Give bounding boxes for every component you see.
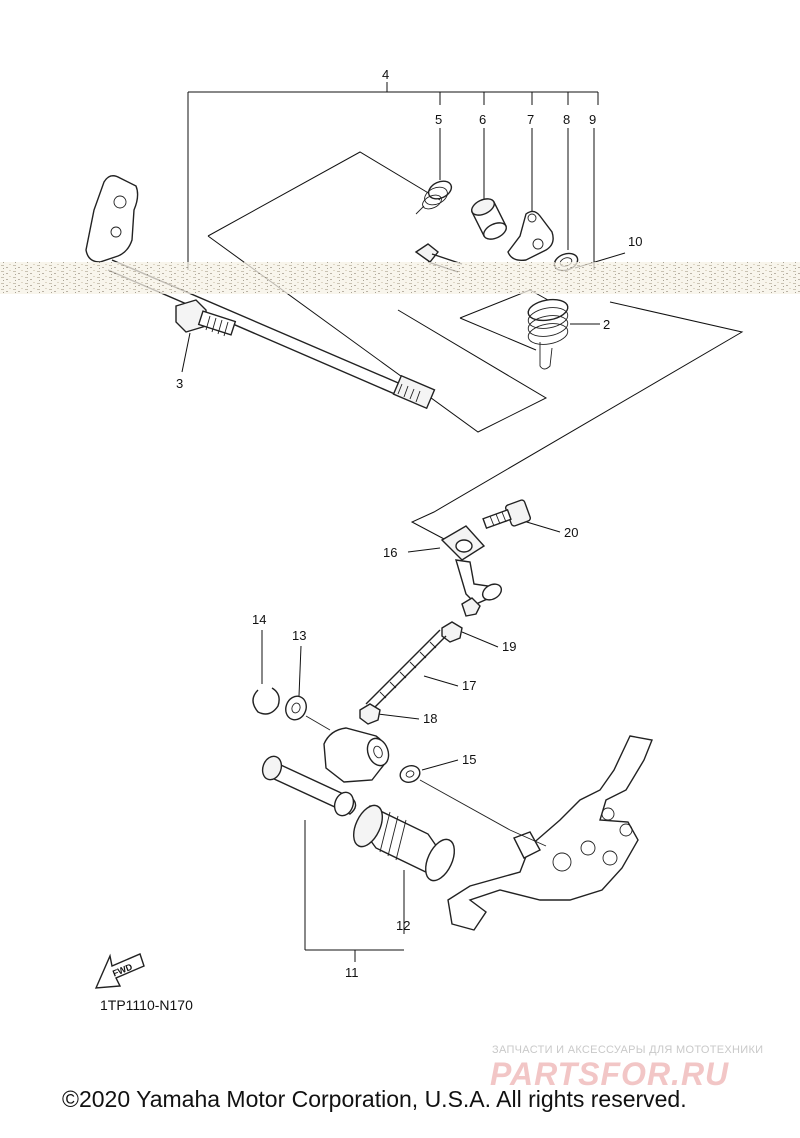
- circlip-14: [252, 687, 280, 715]
- callout-12: 12: [396, 918, 410, 933]
- callout-20: 20: [564, 525, 578, 540]
- callout-9: 9: [589, 112, 596, 127]
- washer-15: [399, 765, 511, 831]
- fwd-arrow-icon: FWD: [94, 953, 145, 989]
- washer-13: [285, 695, 331, 731]
- collar-6: [471, 198, 507, 240]
- diagram-code: 1TP1110-N170: [100, 997, 193, 1013]
- callout-6: 6: [479, 112, 486, 127]
- copyright-notice: ©2020 Yamaha Motor Corporation, U.S.A. A…: [62, 1086, 687, 1112]
- nut-18: [359, 703, 381, 725]
- fwd-label: FWD: [111, 961, 134, 978]
- callout-10: 10: [628, 234, 642, 249]
- bolt-20: [482, 499, 532, 530]
- callout-19: 19: [502, 639, 516, 654]
- callout-17: 17: [462, 678, 476, 693]
- clip-5: [415, 180, 453, 215]
- callout-11: 11: [345, 965, 359, 980]
- nut-19: [441, 597, 481, 643]
- callout-5: 5: [435, 112, 442, 127]
- callout-4: 4: [382, 67, 389, 82]
- lever-7: [507, 210, 554, 262]
- watermark-logo: PARTSFOR.RU: [490, 1056, 730, 1092]
- spring-2: [527, 298, 569, 370]
- callout-15: 15: [462, 752, 476, 767]
- callout-14: 14: [252, 612, 266, 627]
- stud-bolt-3: [175, 299, 237, 337]
- callout-13: 13: [292, 628, 306, 643]
- watermark-subtitle: ЗАПЧАСТИ И АКСЕССУАРЫ ДЛЯ МОТОТЕХНИКИ: [492, 1044, 764, 1056]
- callout-16: 16: [383, 545, 397, 560]
- callout-2: 2: [603, 317, 610, 332]
- shift-arm-16: [440, 525, 503, 605]
- shift-pedal-11: [261, 727, 390, 817]
- callout-18: 18: [423, 711, 437, 726]
- callout-3: 3: [176, 376, 183, 391]
- frame-bracket: [447, 735, 653, 931]
- bracket-4: [187, 82, 599, 270]
- rubber-12: [352, 804, 456, 882]
- callout-7: 7: [527, 112, 534, 127]
- scan-noise-band: [0, 262, 800, 294]
- rod-17: [365, 629, 447, 711]
- callout-8: 8: [563, 112, 570, 127]
